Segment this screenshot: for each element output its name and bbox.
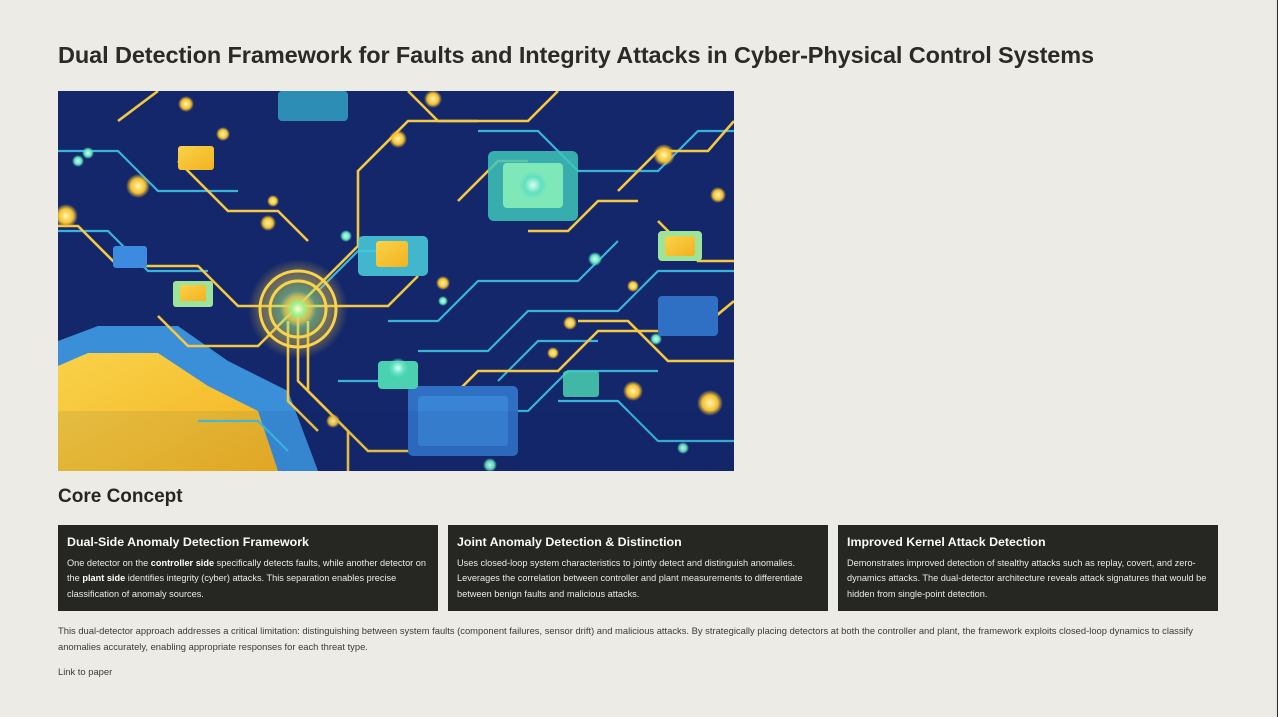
window-edge — [1275, 0, 1280, 717]
card-body: Demonstrates improved detection of steal… — [847, 556, 1208, 602]
concept-cards: Dual-Side Anomaly Detection Framework On… — [58, 525, 1218, 611]
paper-link[interactable]: Link to paper — [58, 666, 113, 677]
card-body-text: Demonstrates improved detection of steal… — [847, 558, 1207, 599]
card-title: Dual-Side Anomaly Detection Framework — [67, 535, 309, 549]
card-body-emphasis: plant side — [82, 573, 126, 584]
concept-card-kernel-attack: Improved Kernel Attack Detection Demonst… — [838, 525, 1218, 611]
concept-card-dual-side: Dual-Side Anomaly Detection Framework On… — [58, 525, 438, 611]
card-body: One detector on the controller side spec… — [67, 556, 428, 602]
card-title: Joint Anomaly Detection & Distinction — [457, 535, 682, 549]
hero-image — [58, 91, 734, 471]
section-heading-core-concept: Core Concept — [58, 486, 183, 507]
card-body-text: identifies integrity (cyber) attacks. Th… — [67, 573, 397, 599]
circuit-board-illustration — [58, 91, 734, 471]
card-title: Improved Kernel Attack Detection — [847, 535, 1046, 549]
card-body-emphasis: controller side — [150, 558, 215, 568]
summary-paragraph: This dual-detector approach addresses a … — [58, 625, 1193, 652]
concept-card-joint-detection: Joint Anomaly Detection & Distinction Us… — [448, 525, 828, 611]
card-body: Uses closed-loop system characteristics … — [457, 556, 818, 602]
card-body-text: Uses closed-loop system characteristics … — [457, 558, 803, 599]
card-body-text: One detector on the — [67, 558, 151, 568]
page-title: Dual Detection Framework for Faults and … — [58, 42, 1095, 68]
card-body-text: specifically detects faults, while anoth… — [67, 558, 427, 584]
